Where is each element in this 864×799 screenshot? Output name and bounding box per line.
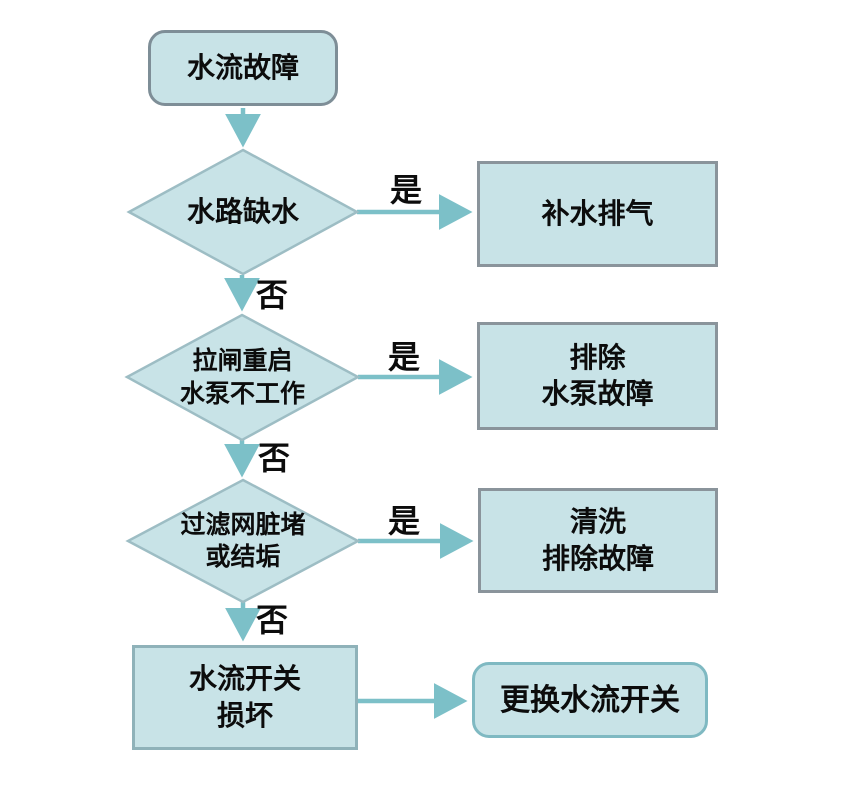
node-action-clean-filter: 清洗 排除故障 xyxy=(478,488,718,593)
node-start-water-flow-fault: 水流故障 xyxy=(148,30,338,106)
node-action-refill-label: 补水排气 xyxy=(541,196,654,230)
node-action-clean-line2: 排除故障 xyxy=(541,541,654,575)
node-action-clean-line1: 清洗 xyxy=(569,505,626,539)
node-action-replace-switch: 更换水流开关 xyxy=(472,662,708,738)
edge-label-yes-2: 是 xyxy=(387,338,421,376)
node-action-fix-pump: 排除 水泵故障 xyxy=(477,322,718,430)
decision-check-filter-line1: 过滤网脏堵 xyxy=(180,509,306,539)
node-action-replace-label: 更换水流开关 xyxy=(500,682,680,718)
decision-check-filter-label: 过滤网脏堵 或结垢 xyxy=(128,480,358,602)
node-action-refill-vent: 补水排气 xyxy=(477,161,718,267)
decision-check-water-text: 水路缺水 xyxy=(186,194,299,228)
edge-label-no-1: 否 xyxy=(255,276,289,314)
decision-check-water-label: 水路缺水 xyxy=(129,150,357,274)
decision-check-pump-line2: 水泵不工作 xyxy=(179,378,305,408)
node-conclusion-switch-broken: 水流开关 损坏 xyxy=(132,645,358,750)
edge-label-no-2: 否 xyxy=(257,439,291,477)
decision-check-filter-line2: 或结垢 xyxy=(205,542,281,571)
decision-check-filter-shape xyxy=(125,478,361,604)
node-start-label: 水流故障 xyxy=(186,50,299,84)
edge-label-yes-1: 是 xyxy=(389,171,423,209)
node-action-pump-line2: 水泵故障 xyxy=(541,377,654,410)
node-conclusion-line1: 水流开关 xyxy=(188,662,301,696)
decision-check-pump-label: 拉闸重启 水泵不工作 xyxy=(127,315,358,440)
decision-check-water-shape xyxy=(126,148,360,276)
decision-check-pump-shape xyxy=(124,313,361,442)
edge-label-yes-3: 是 xyxy=(387,502,421,540)
node-action-pump-line1: 排除 xyxy=(569,340,626,374)
node-conclusion-line2: 损坏 xyxy=(216,698,273,732)
edge-label-no-3: 否 xyxy=(255,601,289,639)
decision-check-pump-line1: 拉闸重启 xyxy=(192,346,293,375)
